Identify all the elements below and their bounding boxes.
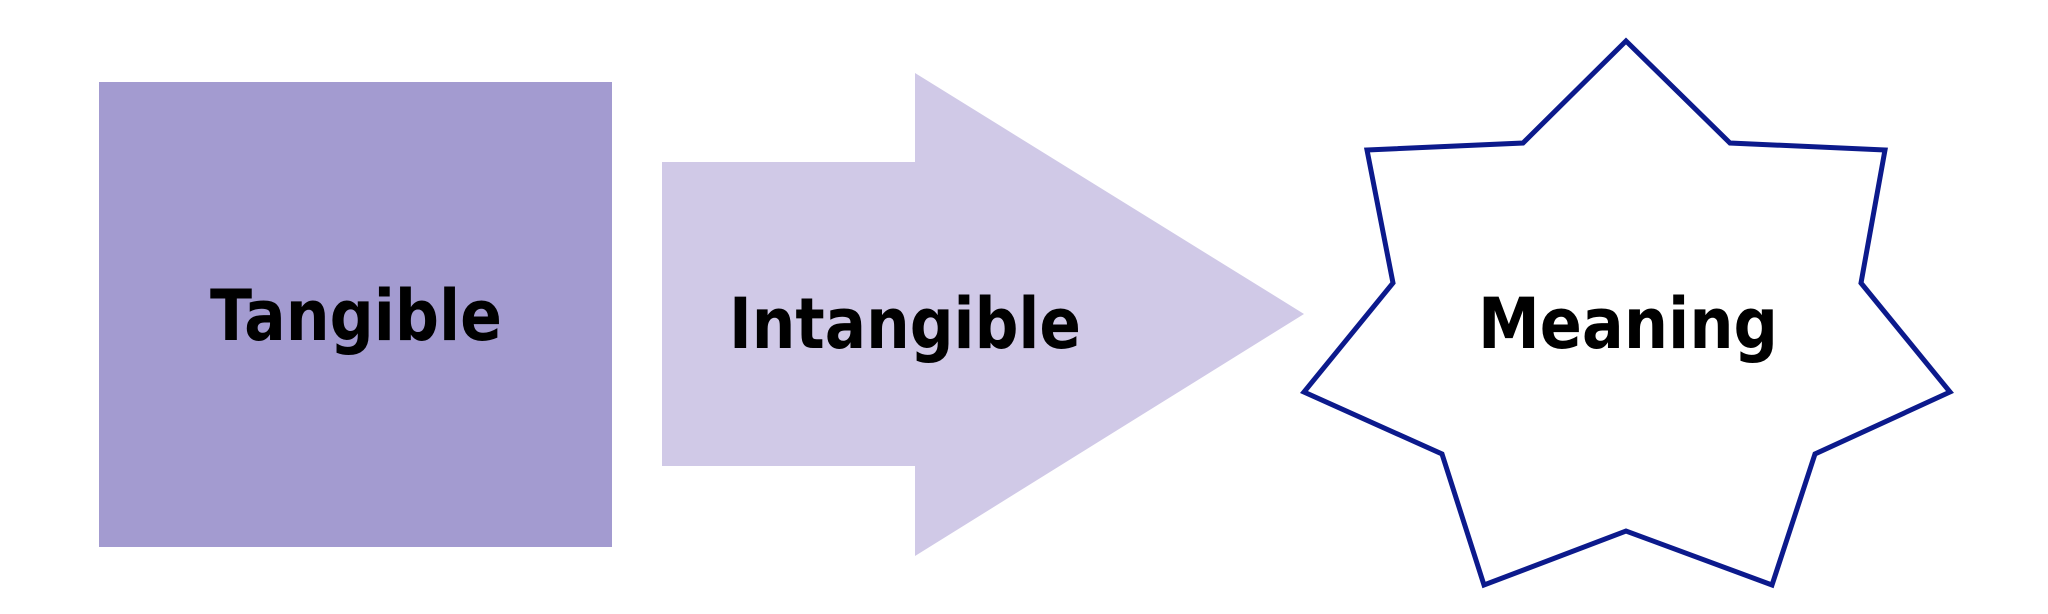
tangible-square (99, 82, 612, 547)
tangible-label: Tangible (210, 275, 502, 357)
meaning-star (1300, 37, 1954, 589)
meaning-label: Meaning (1478, 283, 1778, 365)
intangible-label: Intangible (729, 283, 1081, 365)
intangible-arrow (662, 73, 1304, 556)
